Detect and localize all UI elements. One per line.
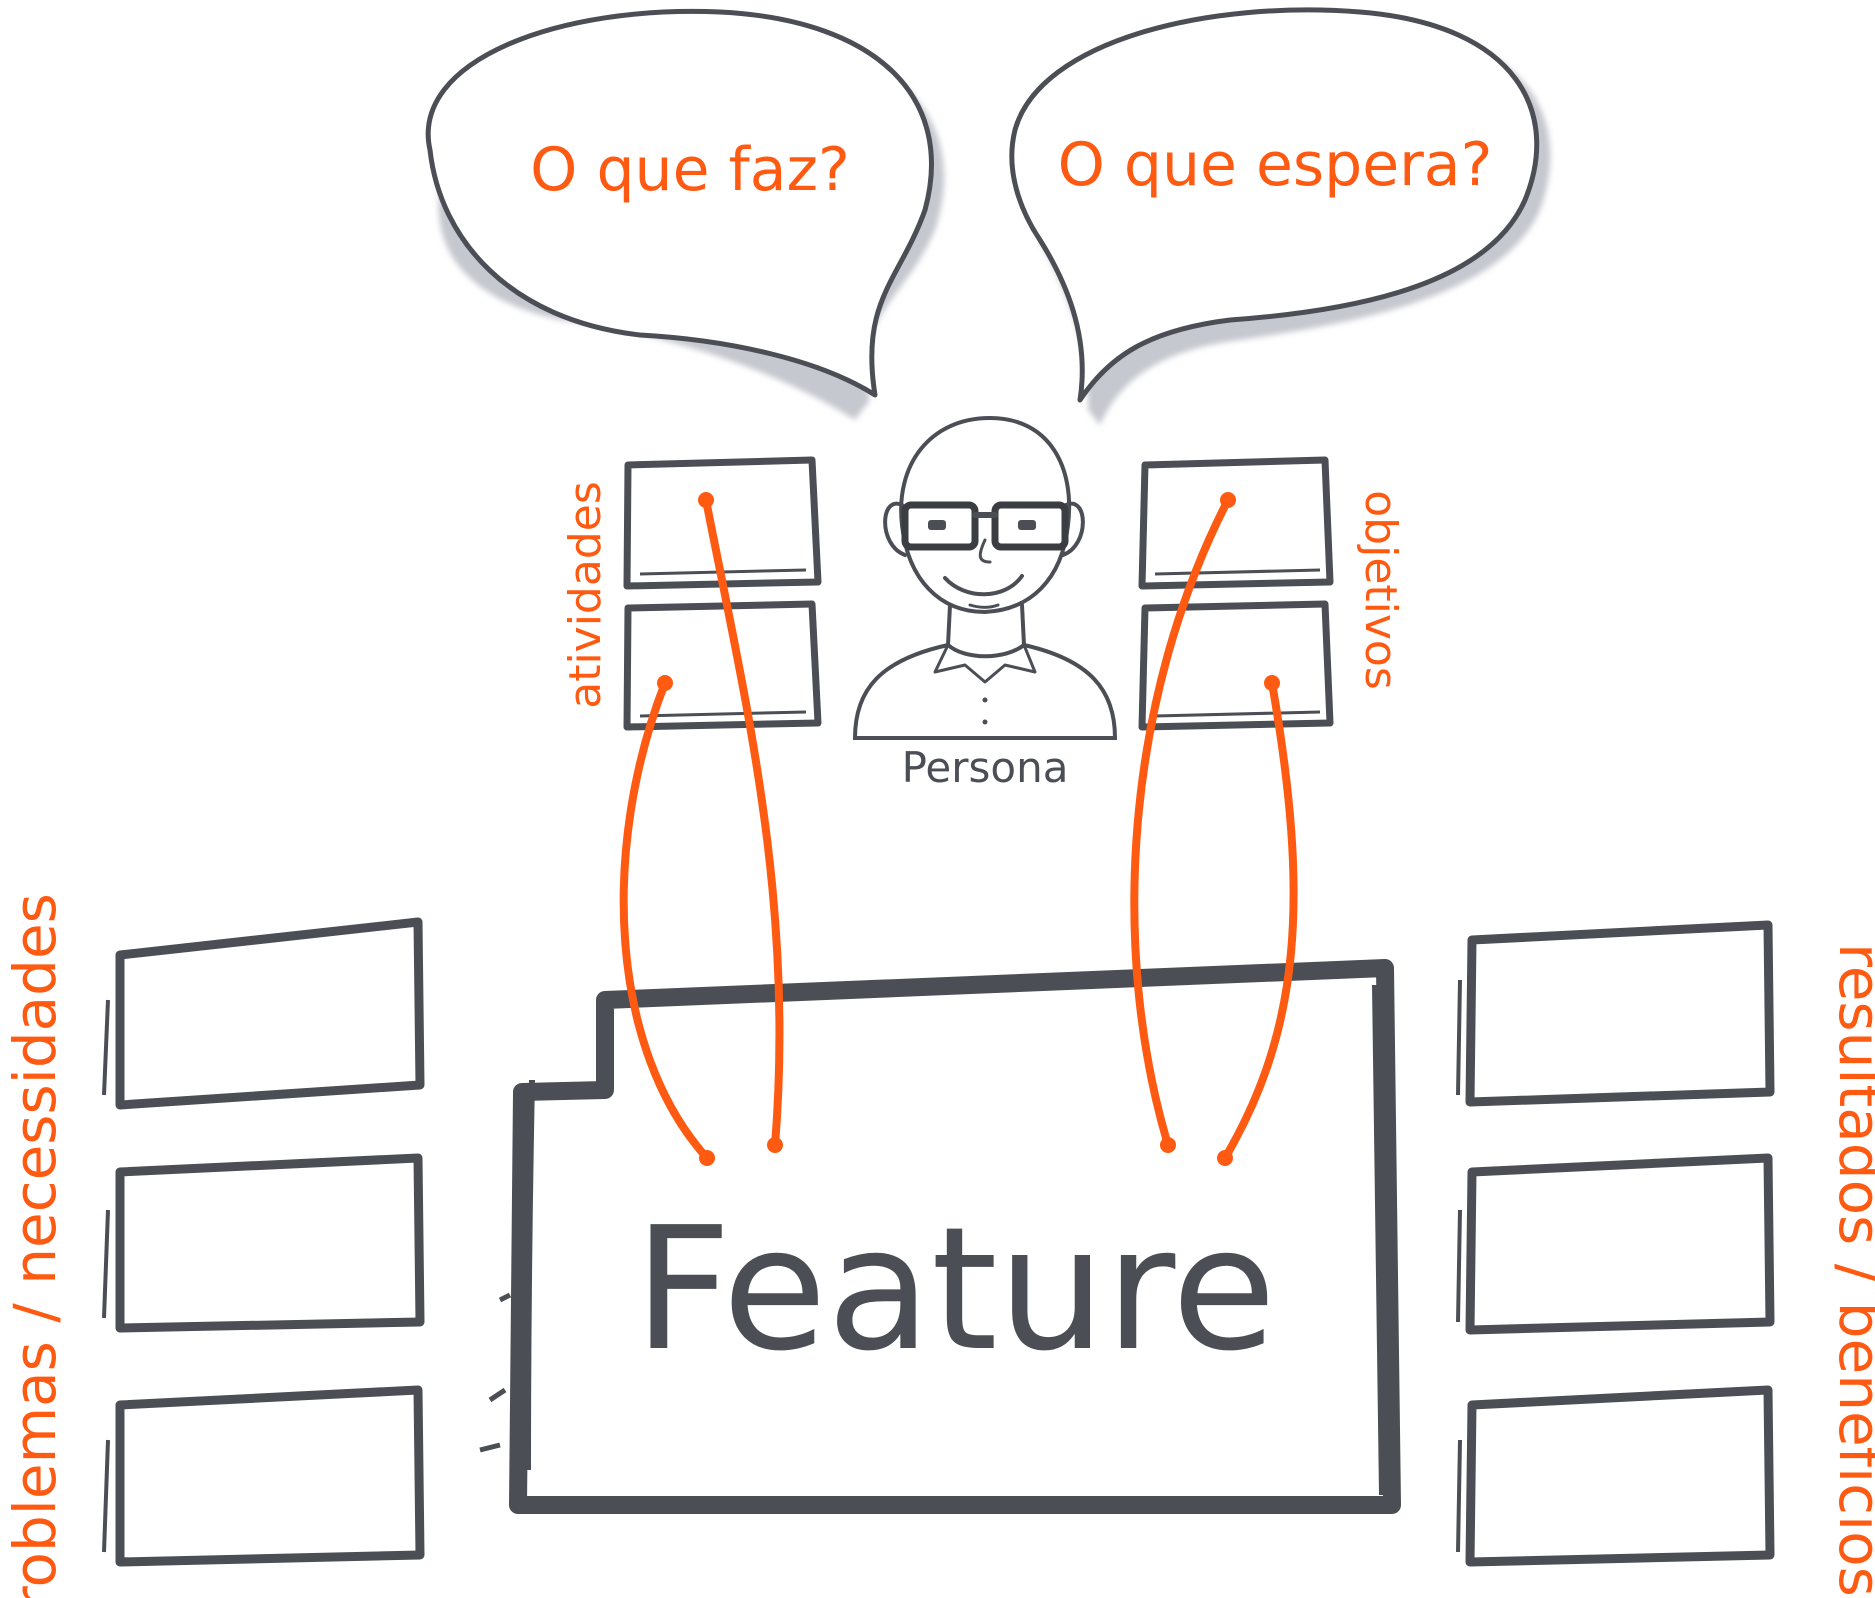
problem-card-2 xyxy=(102,1153,425,1333)
connector-activity-2 xyxy=(619,679,711,1162)
connector-dot xyxy=(767,1137,783,1153)
result-card-3 xyxy=(1456,1385,1775,1567)
connector-dot xyxy=(1160,1137,1176,1153)
connector-goal-2 xyxy=(1221,679,1298,1162)
connector-dot xyxy=(657,675,673,691)
connector-dot xyxy=(699,1150,715,1166)
connector-dot xyxy=(1217,1150,1233,1166)
speech-bubble-right: O que espera? xyxy=(1009,7,1551,425)
problems-label: problemas / necessidades xyxy=(1,893,69,1598)
connector-goal-1 xyxy=(1130,496,1232,1149)
feature-label: Feature xyxy=(634,1191,1276,1389)
bubble-left-text: O que faz? xyxy=(530,135,850,205)
persona-label: Persona xyxy=(902,743,1069,792)
bubble-right-text: O que espera? xyxy=(1058,130,1493,200)
goals-label: objetivos xyxy=(1355,490,1406,690)
problem-card-3 xyxy=(102,1385,425,1567)
connector-activity-1 xyxy=(702,496,784,1149)
problem-card-1 xyxy=(102,917,425,1110)
connector-dot xyxy=(1220,492,1236,508)
feature-box: Feature xyxy=(479,959,1401,1514)
activity-card-1 xyxy=(623,456,822,590)
connectors xyxy=(619,492,1298,1166)
connector-dot xyxy=(698,492,714,508)
result-card-1 xyxy=(1456,920,1775,1107)
connector-dot xyxy=(1264,675,1280,691)
persona-avatar-icon: Persona xyxy=(852,415,1118,792)
goal-card-1 xyxy=(1138,456,1334,590)
speech-bubble-left: O que faz? xyxy=(425,8,945,420)
activities-label: atividades xyxy=(560,481,611,709)
goal-card-2 xyxy=(1138,600,1334,731)
results-label: resultados / benefícios xyxy=(1826,943,1875,1597)
result-card-2 xyxy=(1456,1153,1775,1335)
activity-card-2 xyxy=(623,600,822,731)
